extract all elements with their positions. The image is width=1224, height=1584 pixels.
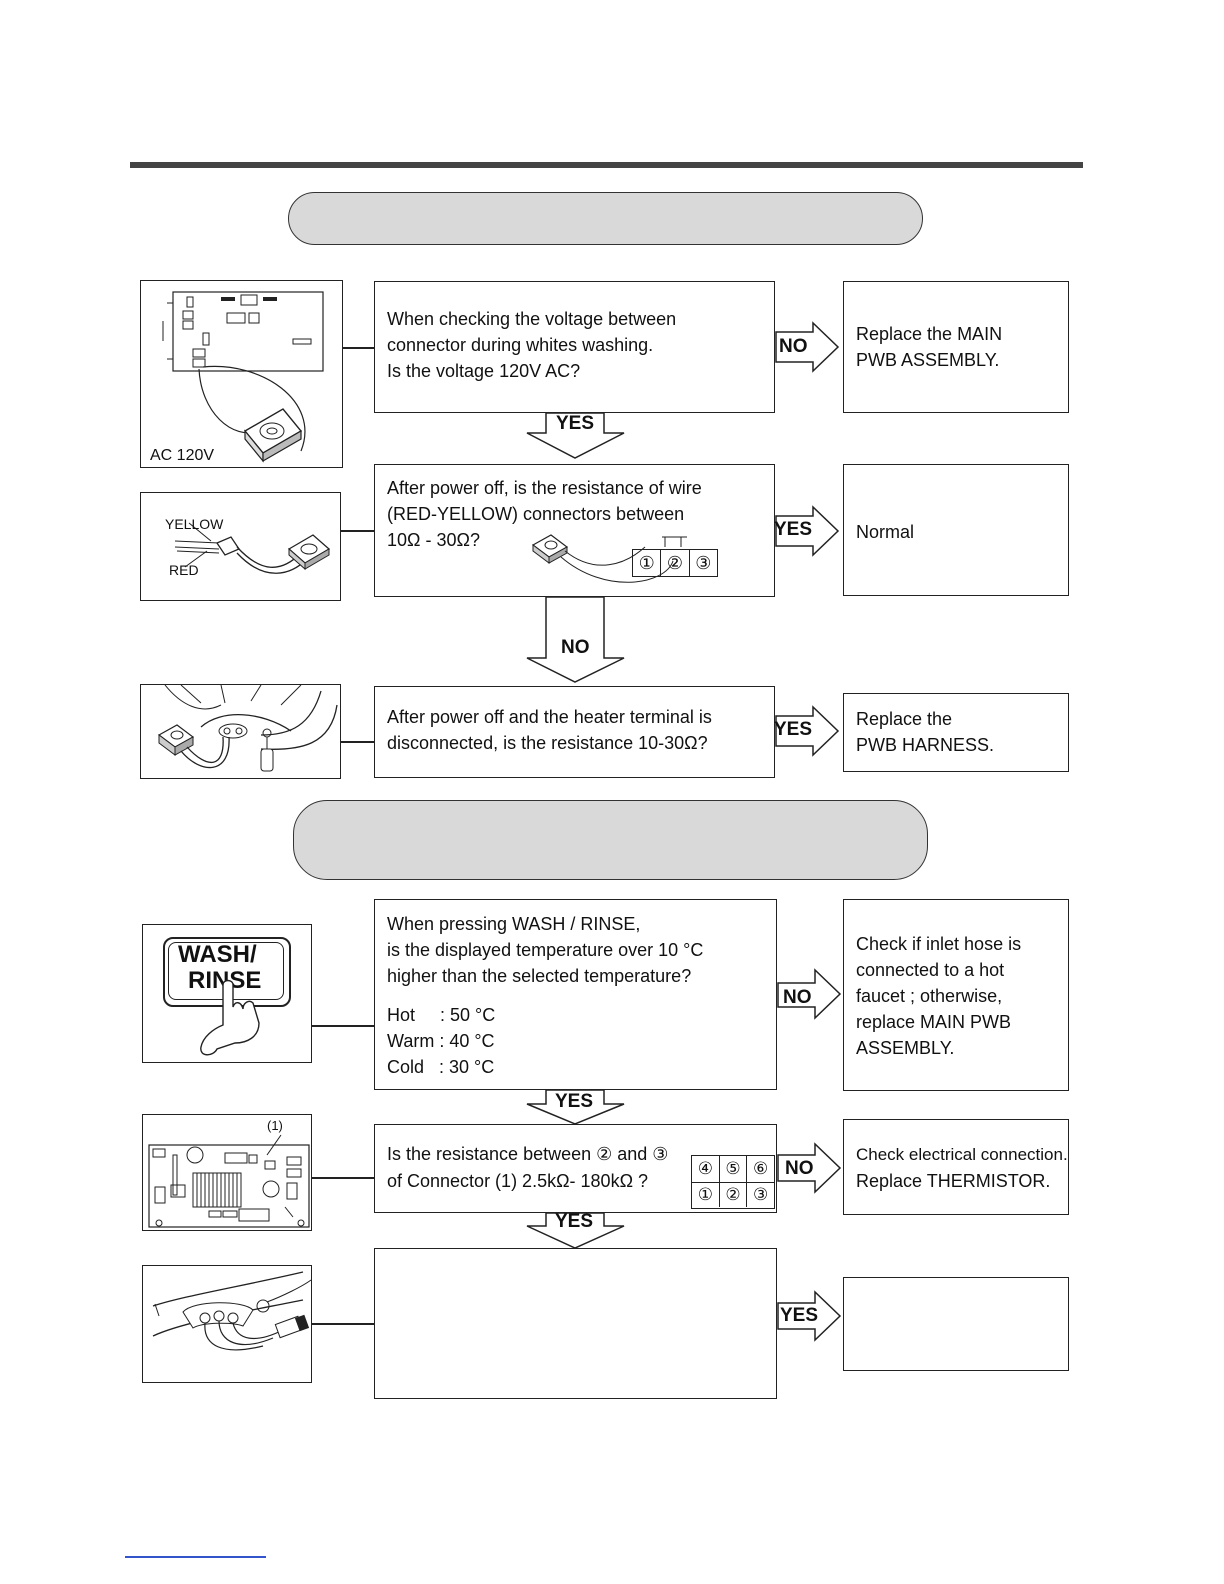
- image-ac-label: AC 120V: [150, 447, 215, 464]
- image-wash-rinse-button: WASH/ RINSE: [142, 924, 312, 1063]
- probe-illustration: [531, 534, 687, 583]
- temperature-warm: Warm : 40 °C: [387, 1031, 495, 1051]
- wire-connector-illustration: [174, 522, 331, 574]
- connector-line: [312, 1323, 375, 1325]
- finger-press-icon: [200, 979, 260, 1056]
- question-text-line: 10Ω - 30Ω?: [387, 530, 480, 550]
- connector-line: [312, 1177, 375, 1179]
- pin: ③: [695, 553, 712, 573]
- pin: ②: [720, 1183, 748, 1207]
- question-thermistor-resistance: Is the resistance between ② and ③ of Con…: [374, 1124, 777, 1213]
- wash-rinse-key-label: WASH/: [178, 941, 257, 968]
- question-displayed-temperature: When pressing WASH / RINSE, is the displ…: [374, 899, 777, 1090]
- result-text-line: Check electrical connection.: [856, 1145, 1068, 1164]
- image-thermistor-wiring: [142, 1265, 312, 1383]
- arrow-label-yes: YES: [555, 1091, 594, 1112]
- question-text-line: Is the voltage 120V AC?: [387, 361, 581, 381]
- question-text-line: When pressing WASH / RINSE,: [387, 914, 641, 934]
- arrow-label-no: NO: [783, 987, 812, 1008]
- result-text-line: PWB ASSEMBLY.: [856, 350, 1000, 370]
- temperature-hot: Hot : 50 °C: [387, 1005, 496, 1025]
- arrow-label-yes: YES: [555, 1211, 594, 1232]
- result-text-line: Replace the MAIN: [856, 324, 1003, 344]
- result-text-line: Replace the: [856, 709, 953, 729]
- connector-line: [312, 1025, 375, 1027]
- arrow-label-no: NO: [779, 336, 808, 357]
- result-normal: Normal: [843, 464, 1069, 596]
- connector-line: [341, 530, 375, 532]
- arrow-label-no: NO: [785, 1158, 814, 1179]
- arrow-label-yes: YES: [774, 519, 813, 540]
- result-replace-pwb-harness: Replace the PWB HARNESS.: [843, 693, 1069, 772]
- result-text-line: Replace THERMISTOR.: [856, 1171, 1051, 1191]
- result-text-line: PWB HARNESS.: [856, 735, 995, 755]
- wire-label-red: RED: [169, 562, 199, 578]
- question-wire-resistance: After power off, is the resistance of wi…: [374, 464, 775, 597]
- result-text-line: connected to a hot: [856, 960, 1005, 980]
- arrow-label-yes: YES: [556, 413, 595, 434]
- pin: ①: [692, 1183, 720, 1207]
- result-replace-thermistor: Check electrical connection. Replace THE…: [843, 1119, 1069, 1215]
- image-heater-terminal: [140, 684, 341, 779]
- question-text-line: After power off, is the resistance of wi…: [387, 478, 702, 498]
- connector-pinout-3: ① ② ③: [632, 549, 718, 577]
- question-text-line: connector during whites washing.: [387, 335, 654, 355]
- board-heater-illustration: [162, 291, 324, 463]
- result-text-line: replace MAIN PWB: [856, 1012, 1012, 1032]
- result-text-line: faucet ; otherwise,: [856, 986, 1003, 1006]
- question-text-line: Is the resistance between ② and ③: [387, 1144, 669, 1164]
- thermistor-wiring-illustration: [152, 1271, 312, 1351]
- image-red-yellow-wire: YELLOW RED: [140, 492, 341, 601]
- pin: ⑥: [753, 1159, 769, 1178]
- result-text-line: Normal: [856, 522, 915, 542]
- question-voltage-check: When checking the voltage between connec…: [374, 281, 775, 413]
- question-text-line: When checking the voltage between: [387, 309, 677, 329]
- question-text-line: of Connector (1) 2.5kΩ- 180kΩ ?: [387, 1171, 649, 1191]
- header-rule: [130, 162, 1083, 168]
- question-text-line: higher than the selected temperature?: [387, 966, 692, 986]
- temperature-cold: Cold : 30 °C: [387, 1057, 495, 1077]
- footer-rule: [125, 1556, 266, 1558]
- arrow-label-no: NO: [561, 637, 590, 658]
- result-text-line: Check if inlet hose is: [856, 934, 1022, 954]
- result-replace-main-pwb: Replace the MAIN PWB ASSEMBLY.: [843, 281, 1069, 413]
- question-text-line: is the displayed temperature over 10 °C: [387, 940, 704, 960]
- pin: ④: [692, 1156, 720, 1182]
- pin: ⑤: [720, 1156, 748, 1182]
- pin: ③: [753, 1185, 769, 1204]
- result-text-line: ASSEMBLY.: [856, 1038, 955, 1058]
- result-check-inlet-hose: Check if inlet hose is connected to a ho…: [843, 899, 1069, 1091]
- arrow-label-yes: YES: [774, 719, 813, 740]
- question-box-empty: [374, 1248, 777, 1399]
- wire-label-yellow: YELLOW: [165, 516, 224, 532]
- section-header-1: [288, 192, 923, 245]
- pwb-board-illustration: [148, 1134, 310, 1228]
- heater-terminal-illustration: [157, 685, 338, 772]
- connector-line: [341, 741, 375, 743]
- image-pwb-connector-1: (1): [142, 1114, 312, 1231]
- question-heater-resistance: After power off and the heater terminal …: [374, 686, 775, 778]
- question-text-line: (RED-YELLOW) connectors between: [387, 504, 685, 524]
- question-text-line: disconnected, is the resistance 10-30Ω?: [387, 733, 708, 753]
- question-text-line: After power off and the heater terminal …: [387, 707, 712, 727]
- pin: ①: [633, 550, 662, 576]
- board-connector-label: (1): [267, 1118, 283, 1133]
- image-main-pwb-heater: AC 120V: [140, 280, 343, 468]
- arrow-label-yes: YES: [780, 1305, 819, 1326]
- connector-pinout-6: ④ ⑤ ⑥ ① ② ③: [691, 1155, 775, 1209]
- section-header-2: [293, 800, 928, 880]
- pin: ②: [661, 550, 690, 576]
- result-box-empty: [843, 1277, 1069, 1371]
- connector-line: [343, 347, 375, 349]
